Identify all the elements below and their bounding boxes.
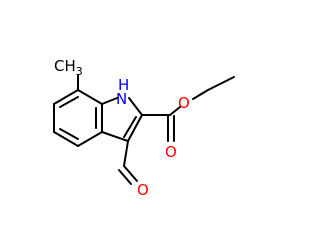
bond-c7-c6-inner: [59, 96, 79, 108]
bond-ester-c-o: [169, 106, 181, 116]
bond-n1-c2: [128, 97, 143, 116]
bond-c7-c6: [53, 89, 79, 105]
bond-c2-c3-inner: [123, 116, 137, 138]
aldehyde-oxygen-label: O: [137, 181, 149, 199]
bond-cho-o-dbl: [118, 169, 132, 185]
bond-c7a-n1: [101, 97, 118, 105]
bond-c5-c4: [53, 131, 79, 147]
nh-n-label: N: [116, 90, 127, 108]
bond-c3-c3a: [101, 131, 129, 142]
bond-o-ch2: [192, 89, 209, 100]
bond-c5-c4-inner: [59, 128, 79, 140]
bond-c3-cho: [123, 140, 129, 167]
nh-h-label: H: [118, 76, 129, 94]
bond-c4-c3a: [77, 131, 103, 147]
bond-ch2-ch3: [207, 76, 235, 91]
bond-c7-c7a: [77, 89, 103, 105]
bond-cho-o: [123, 165, 138, 182]
molecule-structure: CH3 H N O O O: [53, 57, 235, 199]
methyl-subscript: 3: [76, 65, 83, 78]
carbonyl-oxygen-label: O: [165, 143, 177, 161]
ester-oxygen-label: O: [178, 94, 190, 112]
bond-c2-c3: [127, 114, 143, 142]
methyl-label: CH3: [54, 57, 83, 78]
